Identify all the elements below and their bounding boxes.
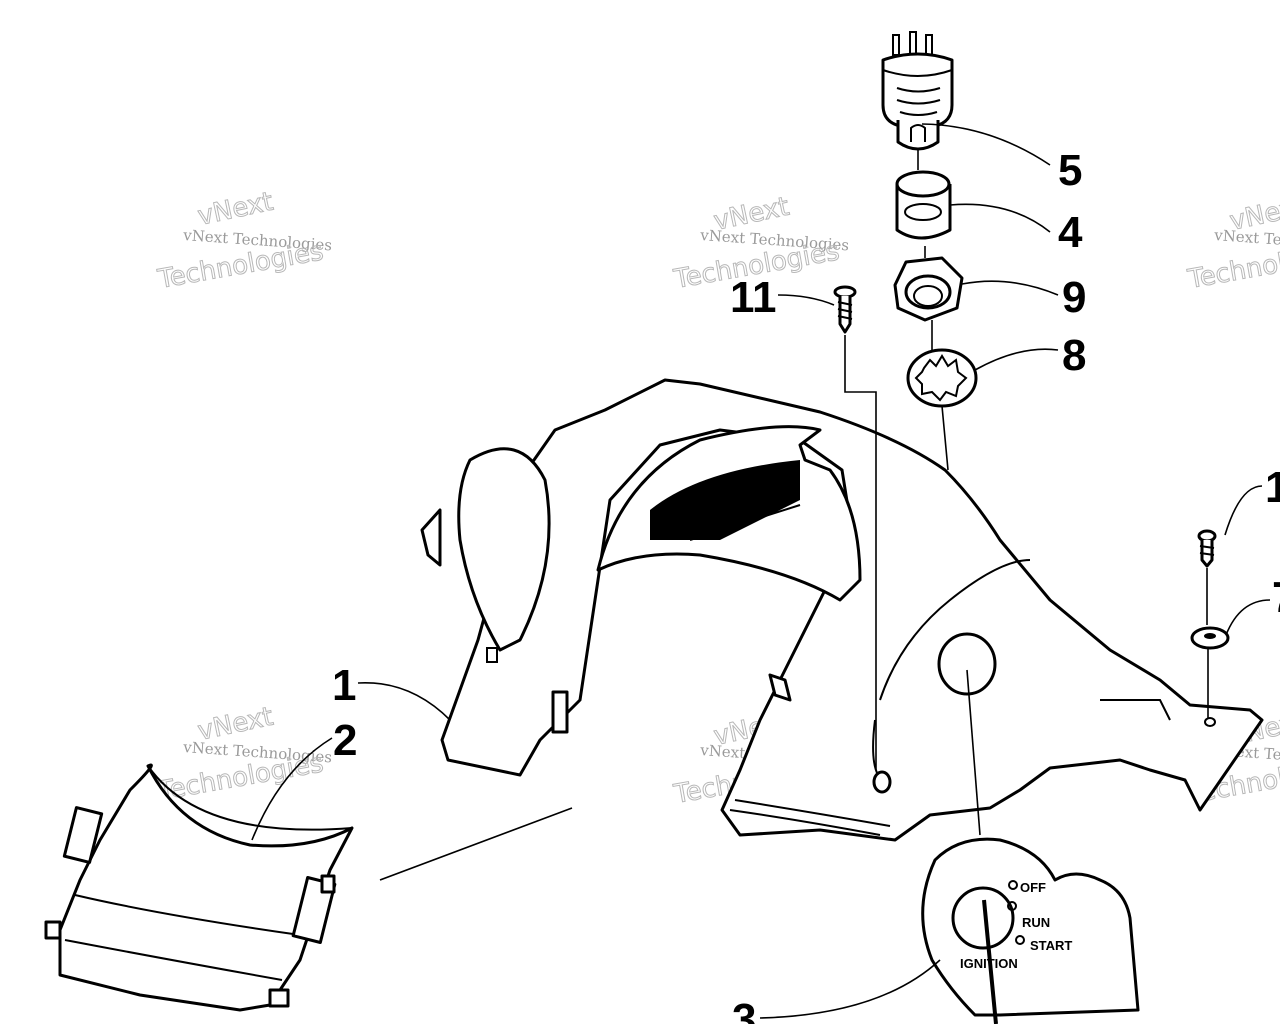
watermark-bottom-left: vNext vNext Technologies Technologies bbox=[155, 701, 333, 807]
callout-2: 2 bbox=[333, 716, 357, 765]
callout-numbers: 5 4 9 8 11 1 2 3 1 7 bbox=[332, 146, 1280, 1024]
callout-8: 8 bbox=[1062, 331, 1086, 380]
watermark-top-left: vNext vNext Technologies Technologies bbox=[155, 186, 333, 295]
ignition-position-start: START bbox=[1030, 938, 1072, 953]
part-2-trim-piece bbox=[44, 763, 354, 1012]
callout-11: 11 bbox=[730, 273, 777, 322]
part-8-lock-washer bbox=[906, 348, 978, 408]
callout-9: 9 bbox=[1062, 273, 1086, 322]
callout-1: 1 bbox=[332, 661, 356, 710]
part-9-hex-nut bbox=[893, 256, 964, 322]
callout-edge-mid: 7 bbox=[1272, 573, 1280, 622]
watermark-top-right: vNext vNext Technologies Technologies bbox=[1185, 191, 1280, 295]
ignition-position-run: RUN bbox=[1022, 915, 1050, 930]
part-11-screw bbox=[833, 285, 857, 334]
callout-4: 4 bbox=[1058, 208, 1083, 257]
edge-screw bbox=[1197, 529, 1217, 568]
part-5-ignition-switch bbox=[881, 31, 954, 151]
ignition-plate-title: IGNITION bbox=[960, 956, 1018, 971]
part-1-console-cover bbox=[420, 378, 1264, 842]
callout-5: 5 bbox=[1058, 146, 1082, 195]
callout-edge-top: 1 bbox=[1265, 463, 1280, 512]
leader-lines bbox=[251, 123, 1271, 1019]
ignition-position-off: OFF bbox=[1020, 880, 1046, 895]
edge-washer bbox=[1190, 626, 1230, 650]
callout-3: 3 bbox=[732, 995, 756, 1024]
part-4-sleeve bbox=[895, 170, 952, 240]
watermark-brand: vNext bbox=[195, 187, 276, 232]
part-3-ignition-decal: OFF RUN START IGNITION bbox=[921, 837, 1140, 1024]
